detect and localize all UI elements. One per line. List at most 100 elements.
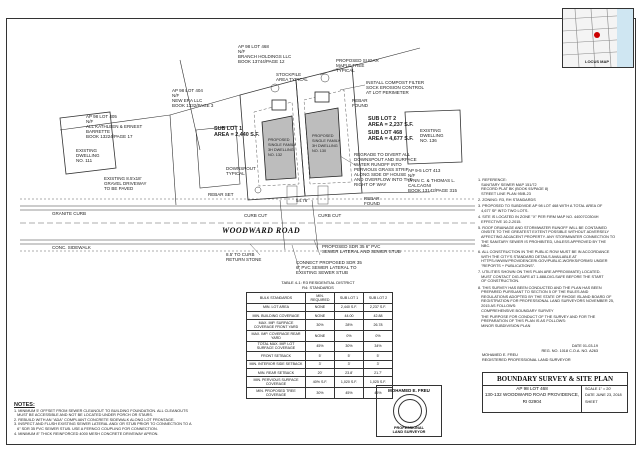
table-cell: 20' xyxy=(305,367,335,378)
label-rebar-found-right: REBAR FOUND xyxy=(364,196,380,206)
table-cell: 45% xyxy=(334,386,364,399)
table-cell: 21.7' xyxy=(363,367,393,378)
table-cell: 0% xyxy=(363,329,393,342)
table-cell: 3' xyxy=(305,359,335,369)
note-line: 4. MINIMUM 8" THICK REINFORCED 4000 MESH… xyxy=(14,431,159,436)
table-cell: 3' xyxy=(334,359,364,369)
title-block-title: BOUNDARY SURVEY & SITE PLAN xyxy=(482,372,628,386)
note-item: 6. ALL CONSTRUCTION IN THE PUBLIC ROW MU… xyxy=(478,250,610,269)
table-cell: 42.88 xyxy=(363,310,393,321)
note-line: MUST BE ACCESSIBLE AND NOT BE LOCATED UN… xyxy=(14,413,153,418)
table-cell: NONE xyxy=(305,302,335,313)
label-gravel-driveway: EXISTING 8.5'x18' GRAVEL DRIVEWAY TO BE … xyxy=(104,176,147,191)
label-sub-lot-1: SUB LOT 1 AREA = 2,440 S.F. xyxy=(214,126,260,138)
stamp-title: PROFESSIONAL LAND SURVEYOR xyxy=(392,426,426,435)
label-existing-dwelling-left: EXISTING DWELLING NO. 111 xyxy=(76,148,100,163)
note-item: 1. REFERENCE: SANITARY SEWER MAP 151/72 … xyxy=(478,178,549,196)
locus-map: LOCUS MAP xyxy=(562,8,634,68)
label-curb-return: 8.5' TO CURB RETURN STONE xyxy=(226,252,262,262)
note-line: 2. REBUILD WITH AN "ADA" COMPLIANT CONCR… xyxy=(14,417,175,422)
table-cell: 26.78 xyxy=(363,319,393,331)
surveyor-stamp: MOHAMED E. FREU PROFESSIONAL LAND SURVEY… xyxy=(376,385,442,437)
note-item: 3. PROPOSED TO SUBDIVIDE AP 98 LOT 468 W… xyxy=(478,204,603,213)
table-cell: MAX. IMP. SURFACE COVERAGE FRONT YARD xyxy=(246,319,306,331)
title-block-location: AP 98 LOT 468 130-132 WOODWARD ROAD PROV… xyxy=(482,385,582,413)
construction-notes-heading: NOTES: xyxy=(14,402,35,408)
table-cell: 30% xyxy=(334,340,364,353)
title-block-address: 130-132 WOODWARD ROAD PROVIDENCE, RI 029… xyxy=(484,392,580,404)
zoning-table-title: TABLE 4-1: R3 RESIDENTIAL DISTRICT R4: S… xyxy=(281,280,355,290)
table-cell: 44.00 xyxy=(334,310,364,321)
label-compost-filter: INSTALL COMPOST FILTER SOCK EROSION CONT… xyxy=(366,80,425,95)
table-cell: BULK STANDARDS xyxy=(246,292,306,304)
table-cell: 1,020 S.F. xyxy=(334,376,364,388)
note-item: 8. THIS SURVEY HAS BEEN CONDUCTED AND TH… xyxy=(478,285,615,313)
note-line: 3. INSPECT AND FLUSH EXISTING SEWER LATE… xyxy=(14,422,192,427)
label-curb-cut-right: CURB CUT xyxy=(318,213,342,218)
label-lot-top: AP 98 LOT 468 N/F BRANCH HOLDINGS LLC BO… xyxy=(238,44,292,64)
table-cell: 3' xyxy=(363,359,393,369)
label-lot-width: 54.76' xyxy=(296,198,309,203)
title-block-lot: AP 98 LOT 468 xyxy=(516,386,548,391)
label-conc-sidewalk: CONC. SIDEWALK xyxy=(52,245,91,250)
proposed-dwelling-132 xyxy=(261,115,297,181)
table-cell: SUB LOT 2 xyxy=(363,292,393,304)
drawing-frame xyxy=(6,18,636,445)
label-sub-lot-468: SUB LOT 468 AREA = 4,677 S.F. xyxy=(368,130,414,142)
table-cell: NONE xyxy=(305,329,335,342)
table-cell: NONE xyxy=(305,310,335,321)
signature-date: DATE 01-03-19 xyxy=(571,344,598,348)
signature-reg: REG. NO. 1018 C.O.A. NO. A263 xyxy=(541,348,598,353)
table-cell: 28% xyxy=(334,319,364,331)
note-line: 6" SDR 35 PVC SEWER STUB. USE A FERNCO C… xyxy=(14,426,158,431)
table-cell: 40% S.F. xyxy=(305,376,335,388)
table-cell: SUB LOT 1 xyxy=(334,292,364,304)
label-downspout: DOWNSPOUT TYPICAL xyxy=(226,166,256,176)
label-lot-left: AP 98 LOT 404 N/F NEW ERA LLC BOOK 1332/… xyxy=(172,88,214,108)
table-cell: FRONT SETBACK xyxy=(246,351,306,361)
label-sewer-lateral: PROPOSED SDR 35 6" PVC SEWER LATERAL AND… xyxy=(322,244,401,254)
label-proposed-130: PROPOSED SINGLE FAMILY 3H DWELLING NO. 1… xyxy=(312,134,341,153)
table-cell: MIN. INTERIOR SIDE SETBACK xyxy=(246,359,306,369)
general-notes: 1. REFERENCE: SANITARY SEWER MAP 151/72 … xyxy=(478,178,628,330)
title-block-scale: SCALE 1" = 20' xyxy=(585,387,612,391)
label-sub-lot-2: SUB LOT 2 AREA = 2,237 S.F. xyxy=(368,116,414,128)
seal-icon xyxy=(393,394,427,428)
table-cell: 45% xyxy=(363,386,393,399)
table-cell: TOTAL MAX. IMP. LOT SURFACE COVERAGE xyxy=(246,340,306,353)
construction-notes: NOTES: 1. MINIMUM 5' OFFSET FROM SEWER C… xyxy=(14,402,314,436)
title-block: BOUNDARY SURVEY & SITE PLAN AP 98 LOT 46… xyxy=(482,372,628,442)
note-item: THE PURPOSE FOR CONDUCT OF THE SURVEY AN… xyxy=(481,314,596,328)
signature-block: DATE 01-03-19 REG. NO. 1018 C.O.A. NO. A… xyxy=(482,344,628,362)
label-granite-curb: GRANITE CURB xyxy=(52,211,87,216)
label-sugar-maple: PROPOSED SUGAR MAPLE TREE TYPICAL xyxy=(336,58,379,73)
label-connect-sewer: CONNECT PROPOSED SDR 35 6" PVC SEWER LAT… xyxy=(296,260,362,275)
label-curb-cut-left: CURB CUT xyxy=(244,213,268,218)
table-cell: 2,440 S.F. xyxy=(334,302,364,313)
table-cell: MIN. PERVIOUS SURFACE COVERAGE xyxy=(246,376,306,388)
label-rebar-found-top: REBAR FOUND xyxy=(352,98,368,108)
label-rebar-set: REBAR SET xyxy=(208,192,234,197)
stamp-name: MOHAMED E. FREU xyxy=(388,388,430,393)
table-cell: 0% xyxy=(334,329,364,342)
table-cell: 1,025 S.F. xyxy=(363,376,393,388)
label-existing-dwelling-right: EXISTING DWELLING NO. 136 xyxy=(420,128,444,143)
label-proposed-132: PROPOSED SINGLE FAMILY 3H DWELLING NO. 1… xyxy=(268,138,297,157)
table-cell: MIN. LOT AREA xyxy=(246,302,306,313)
title-block-sheet: SHEET xyxy=(585,399,598,404)
signature-name: MOHAMED E. FREU REGISTERED PROFESSIONAL … xyxy=(482,353,571,362)
table-cell: MAX. IMP. COVERAGE REAR YARD xyxy=(246,329,306,342)
table-cell: 34% xyxy=(363,340,393,353)
